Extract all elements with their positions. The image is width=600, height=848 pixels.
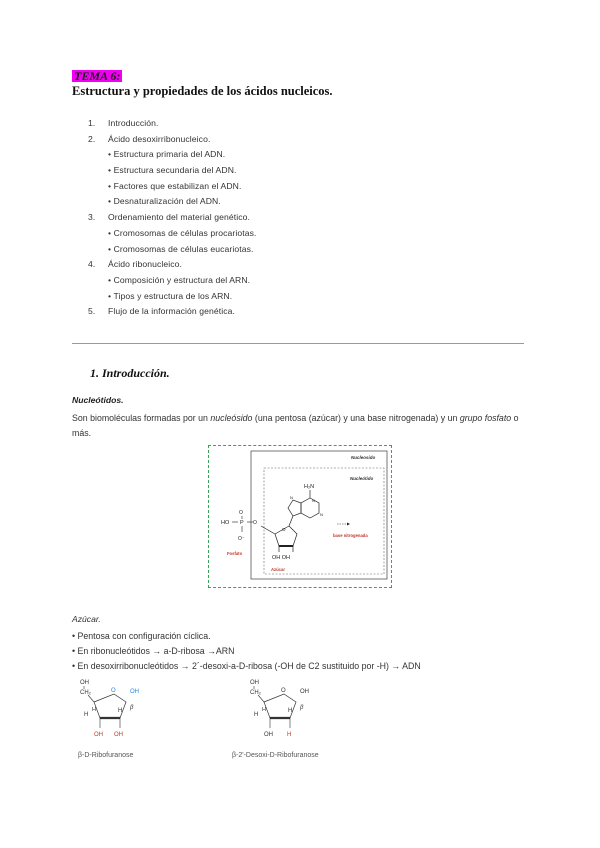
- phosphorus-label: P: [240, 520, 244, 526]
- svg-text:H: H: [254, 712, 258, 718]
- svg-text:N: N: [290, 495, 293, 500]
- svg-text:O: O: [253, 520, 257, 526]
- svg-text:OH: OH: [250, 680, 259, 686]
- tema-label: TEMA 6:: [72, 69, 123, 83]
- subsection-heading: Nucleótidos.: [72, 395, 124, 405]
- nucleotide-diagram: Nucleosido Nucleótido H₂N N N N base nit…: [221, 450, 388, 580]
- list-item: • Pentosa con configuración cíclica.: [72, 631, 211, 641]
- nucleotido-label: Nucleótido: [350, 476, 374, 481]
- svg-text:OH: OH: [114, 732, 123, 738]
- svg-text:CH₂: CH₂: [80, 690, 92, 696]
- svg-text:β: β: [299, 705, 304, 711]
- svg-text:CH₂: CH₂: [250, 690, 262, 696]
- base-label: base nitrogenada: [333, 533, 368, 538]
- svg-text:H: H: [92, 707, 96, 713]
- nucleotide-figure: Nucleosido Nucleótido H₂N N N N base nit…: [208, 445, 392, 588]
- ribofuranose-structure: OH CH₂ O OH β H H H OH OH: [80, 680, 139, 738]
- nucleosido-label: Nucleosido: [351, 455, 376, 460]
- svg-text:N: N: [312, 498, 315, 503]
- section-title: 1. Introducción.: [90, 366, 170, 380]
- o-bottom-label: O⁻: [238, 536, 245, 542]
- list-item: • En ribonucleótidos → a-D-ribosa →ARN: [72, 646, 235, 656]
- svg-text:O: O: [281, 688, 286, 694]
- svg-text:OH: OH: [94, 732, 103, 738]
- svg-text:OH: OH: [80, 680, 89, 686]
- list-item: • En desoxirribonucleótidos → 2´-desoxi-…: [72, 661, 421, 671]
- svg-text:O: O: [111, 688, 116, 694]
- fosfato-label: Fosfato: [227, 551, 243, 556]
- ho-label: HO: [221, 520, 230, 526]
- ribofuranose-caption: β-D-Ribofuranose: [78, 752, 134, 759]
- svg-text:H: H: [287, 732, 291, 738]
- svg-text:H: H: [118, 708, 122, 714]
- azucar-heading: Azúcar.: [72, 614, 101, 624]
- desoxiribofuranose-structure: OH CH₂ O OH β H H H OH H: [250, 680, 309, 738]
- svg-text:O: O: [282, 527, 286, 532]
- nh2-label: H₂N: [304, 484, 314, 490]
- imidazole-ring: [287, 499, 302, 517]
- nucleosido-box: [250, 450, 388, 580]
- o-top-label: O: [239, 510, 243, 516]
- svg-text:OH: OH: [264, 732, 273, 738]
- svg-text:H: H: [288, 708, 292, 714]
- svg-text:OH: OH: [130, 689, 139, 695]
- page-title: Estructura y propiedades de los ácidos n…: [72, 84, 333, 98]
- azucar-label: Azúcar: [271, 567, 285, 572]
- desoxiribofuranose-caption: β-2'-Desoxi-D-Ribofuranose: [232, 752, 319, 759]
- svg-text:H: H: [84, 712, 88, 718]
- svg-text:OH: OH: [300, 689, 309, 695]
- azucar-bullets: • Pentosa con configuración cíclica. • E…: [72, 629, 421, 674]
- nucleotido-box: [263, 467, 385, 575]
- svg-text:β: β: [129, 705, 134, 711]
- section-divider: [72, 343, 524, 344]
- svg-text:N: N: [320, 512, 323, 517]
- oh-oh-label: OH OH: [272, 555, 290, 561]
- nucleotide-definition: Son biomoléculas formadas por un nucleós…: [72, 413, 519, 438]
- svg-text:H: H: [262, 707, 266, 713]
